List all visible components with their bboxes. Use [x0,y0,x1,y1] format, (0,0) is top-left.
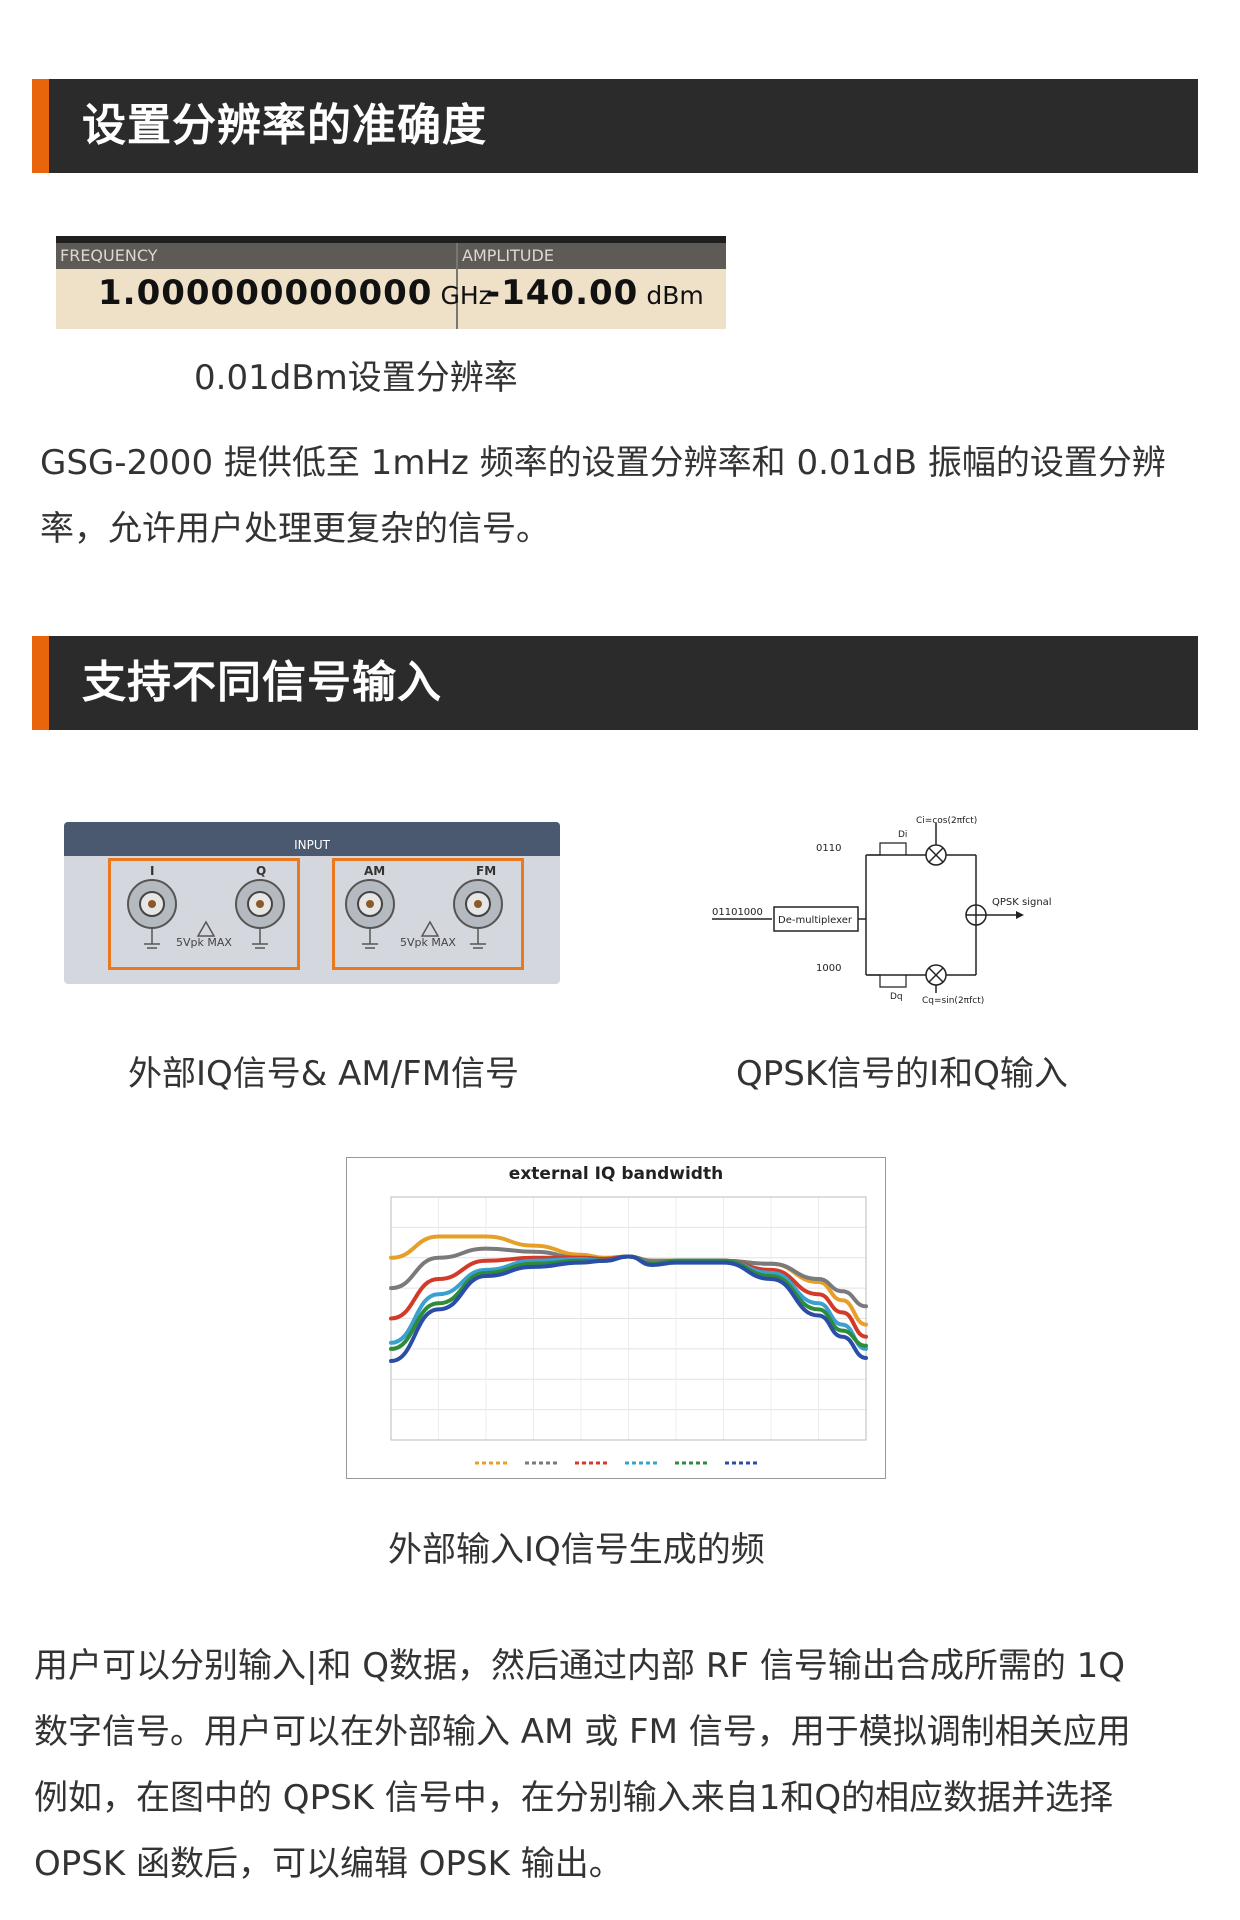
iq-bandwidth-chart: external IQ bandwidth [346,1157,886,1479]
bnc-connector-icon [453,879,503,929]
carrier-q-label: Cq=sin(2πfct) [922,996,984,1005]
demultiplexer-label: De-multiplexer [778,915,853,926]
panel-input-label: INPUT [294,838,330,852]
paragraph-line: 数字信号。用户可以在外部输入 AM 或 FM 信号，用于模拟调制相关应用 [34,1712,1131,1752]
input-bits-label: 01101000 [712,907,763,918]
series-line [389,1254,868,1363]
demultiplexer-block [773,906,859,932]
frequency-header: FREQUENCY [56,243,456,269]
chart-title: external IQ bandwidth [509,1164,723,1184]
paragraph-line: 用户可以分别输入|和 Q数据，然后通过内部 RF 信号输出合成所需的 1Q [34,1646,1126,1686]
caption-input-panel: 外部IQ信号& AM/FM信号 [128,1054,520,1094]
section-banner-resolution: 设置分辨率的准确度 [32,79,1198,173]
paragraph-inputs: 用户可以分别输入|和 Q数据，然后通过内部 RF 信号输出合成所需的 1Q 数字… [34,1633,1214,1897]
section-banner-inputs: 支持不同信号输入 [32,636,1198,730]
warning-icon [196,920,440,937]
section-title: 支持不同信号输入 [82,657,442,708]
dq-label: Dq [890,992,903,1002]
chart-series [389,1234,868,1363]
upper-bits-label: 0110 [816,843,841,854]
qpsk-block-diagram: 01101000 De-multiplexer 0110 Di 1000 Dq … [712,816,1052,1005]
amplitude-number: -140.00 [486,273,639,313]
carrier-i-label: Ci=cos(2πfct) [916,816,977,826]
paragraph-resolution: GSG-2000 提供低至 1mHz 频率的设置分辨率和 0.01dB 振幅的设… [40,443,1166,549]
paragraph-line: OPSK 函数后，可以编辑 OPSK 输出。 [34,1844,623,1884]
frequency-unit: GHz [440,281,492,310]
input-panel-image: INPUT I Q AM FM 5Vpk MAX 5Vpk MAX [64,822,560,984]
bnc-connector-icon [235,879,285,929]
lower-bits-label: 1000 [816,963,841,974]
di-label: Di [898,830,907,840]
readout-divider [456,243,458,329]
paragraph-line: 例如，在图中的 QPSK 信号中，在分别输入来自1和Q的相应数据并选择 [34,1778,1114,1818]
chart-grid [390,1196,867,1441]
amplitude-header: AMPLITUDE [458,243,726,269]
qpsk-output-label: QPSK signal [992,897,1052,908]
section-title: 设置分辨率的准确度 [82,100,487,151]
panel-top-bar [64,822,560,856]
frequency-number: 1.000000000000 [98,273,433,313]
caption-chart: 外部输入IQ信号生成的频 [388,1530,765,1570]
bnc-connectors-drawing [127,879,503,949]
caption-qpsk: QPSK信号的I和Q输入 [736,1054,1068,1094]
label-q: Q [256,864,267,878]
caption-resolution: 0.01dBm设置分辨率 [194,358,518,398]
iq-input-group [108,858,300,970]
banner-accent [32,79,49,173]
label-am: AM [364,864,386,878]
bnc-connector-icon [127,879,177,929]
am-fm-input-group [332,858,524,970]
label-i: I [150,864,155,878]
banner-accent [32,636,49,730]
ground-symbols [144,928,486,949]
amplitude-unit: dBm [646,281,704,310]
warning-iq: 5Vpk MAX [176,936,232,949]
warning-am-fm: 5Vpk MAX [400,936,456,949]
label-fm: FM [476,864,497,878]
bnc-connector-icon [345,879,395,929]
